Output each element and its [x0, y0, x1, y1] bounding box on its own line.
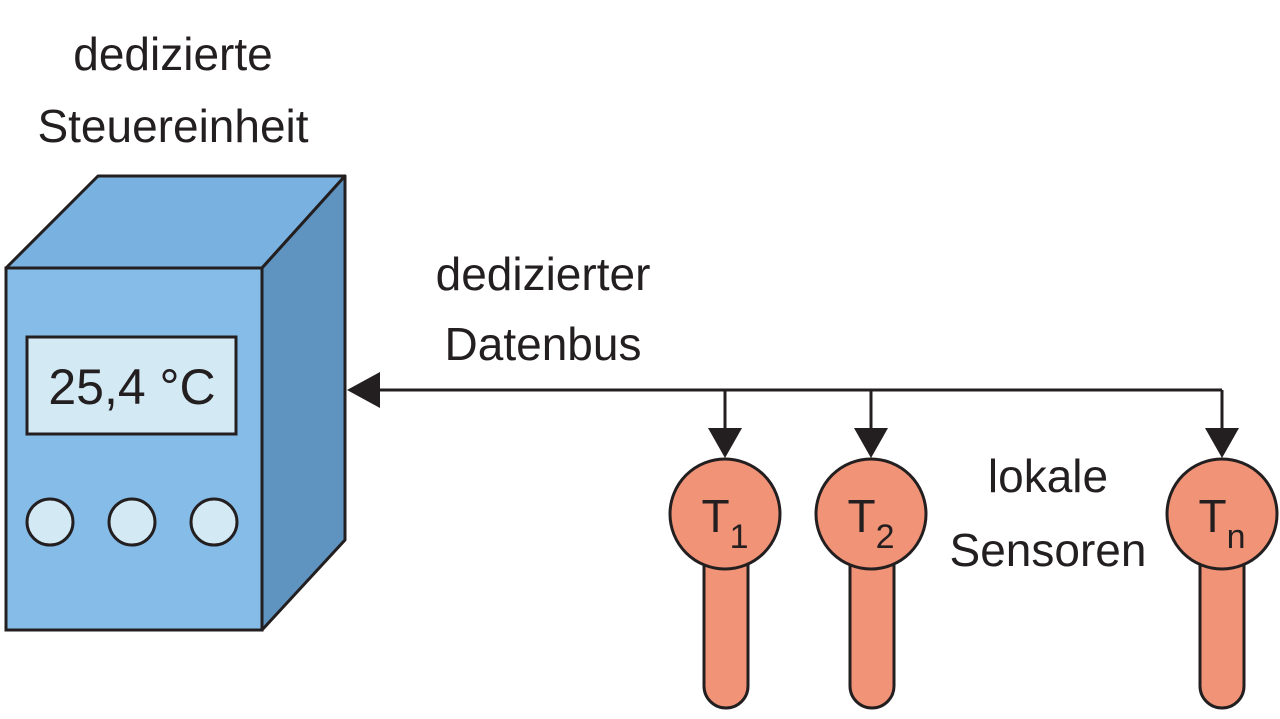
sensor-subscript: 2 — [876, 518, 895, 556]
sensor-head — [668, 457, 782, 571]
sensor-subscript: n — [1227, 518, 1246, 556]
control-button-3[interactable] — [189, 497, 239, 547]
controller-title-line2: Steuereinheit — [37, 100, 308, 152]
data-bus-arrowhead — [347, 372, 380, 408]
controller-title-line1: dedizierte — [73, 28, 272, 80]
sensor-label: Tn — [1198, 490, 1245, 556]
sensor-label: T2 — [847, 490, 894, 556]
sensor-t1: T1 — [668, 457, 782, 710]
temperature-display — [25, 335, 238, 436]
sensor-head — [1165, 457, 1279, 571]
branch-arrowhead-1 — [708, 428, 742, 458]
sensor-group-label-line1: lokale — [988, 450, 1108, 502]
sensor-t2: T2 — [814, 457, 928, 710]
control-button-1[interactable] — [25, 497, 75, 547]
branch-arrowhead-2 — [854, 428, 888, 458]
sensor-letter: T — [701, 490, 729, 542]
sensor-tn: Tn — [1165, 457, 1279, 710]
bus-label-line2: Datenbus — [445, 318, 642, 370]
temperature-display-value: 25,4 °C — [48, 359, 215, 415]
sensor-branches — [708, 390, 1239, 458]
branch-arrowhead-3 — [1205, 428, 1239, 458]
sensor-head — [814, 457, 928, 571]
sensor-group-label-line2: Sensoren — [950, 524, 1147, 576]
data-bus — [347, 372, 1222, 408]
sensor-subscript: 1 — [730, 518, 749, 556]
control-unit-front-face — [4, 266, 264, 632]
control-button-2[interactable] — [107, 497, 157, 547]
sensor-letter: T — [847, 490, 875, 542]
sensor-letter: T — [1198, 490, 1226, 542]
control-unit: 25,4 °C — [4, 174, 347, 632]
bus-label-line1: dedizierter — [436, 248, 651, 300]
sensor-label: T1 — [701, 490, 748, 556]
